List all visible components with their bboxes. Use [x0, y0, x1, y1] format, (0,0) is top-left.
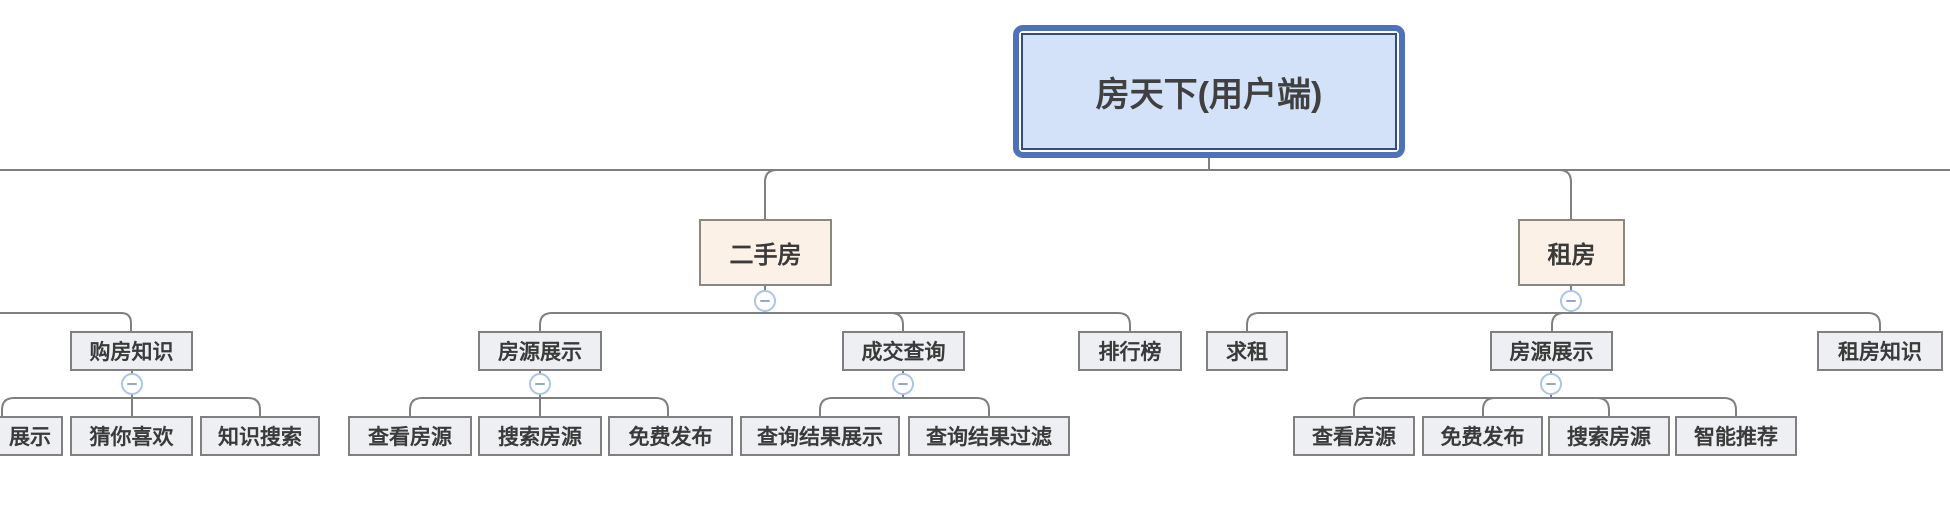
- node-listing-display-esf[interactable]: 房源展示: [478, 331, 602, 371]
- node-smart-recommendation[interactable]: 智能推荐: [1675, 416, 1797, 456]
- minus-icon: [127, 383, 137, 385]
- collapse-icon-second-hand-housing[interactable]: [754, 290, 776, 312]
- node-search-listings-esf[interactable]: 搜索房源: [478, 416, 602, 456]
- minus-icon: [1546, 383, 1556, 385]
- minus-icon: [1566, 300, 1576, 302]
- root-topic-label: 房天下(用户端): [1021, 33, 1397, 150]
- node-view-listings-esf[interactable]: 查看房源: [348, 416, 472, 456]
- node-rental-knowledge[interactable]: 租房知识: [1817, 331, 1943, 371]
- collapse-icon-renting[interactable]: [1560, 290, 1582, 312]
- node-search-listings-rental[interactable]: 搜索房源: [1548, 416, 1670, 456]
- node-query-result-display[interactable]: 查询结果展示: [740, 416, 900, 456]
- root-topic[interactable]: 房天下(用户端): [1013, 25, 1405, 158]
- node-ranking[interactable]: 排行榜: [1078, 331, 1182, 371]
- node-renting[interactable]: 租房: [1518, 219, 1625, 286]
- node-knowledge-search[interactable]: 知识搜索: [200, 416, 320, 456]
- node-query-result-filter[interactable]: 查询结果过滤: [908, 416, 1070, 456]
- node-second-hand-housing[interactable]: 二手房: [699, 219, 832, 286]
- collapse-icon-listing-display-rental[interactable]: [1540, 373, 1562, 395]
- minus-icon: [535, 383, 545, 385]
- collapse-icon-listing-display-esf[interactable]: [529, 373, 551, 395]
- node-display-clipped[interactable]: 展示: [0, 416, 63, 456]
- node-free-posting-rental[interactable]: 免费发布: [1422, 416, 1543, 456]
- node-deal-inquiry[interactable]: 成交查询: [842, 331, 965, 371]
- collapse-icon-deal-inquiry[interactable]: [892, 373, 914, 395]
- node-guess-you-like[interactable]: 猜你喜欢: [70, 416, 193, 456]
- node-view-listings-rental[interactable]: 查看房源: [1293, 416, 1415, 456]
- node-home-buying-knowledge[interactable]: 购房知识: [70, 331, 193, 371]
- node-free-posting-esf[interactable]: 免费发布: [608, 416, 733, 456]
- minus-icon: [898, 383, 908, 385]
- collapse-icon-home-buying-knowledge[interactable]: [121, 373, 143, 395]
- node-rent-seeking[interactable]: 求租: [1206, 331, 1288, 371]
- minus-icon: [760, 300, 770, 302]
- node-listing-display-rental[interactable]: 房源展示: [1490, 331, 1613, 371]
